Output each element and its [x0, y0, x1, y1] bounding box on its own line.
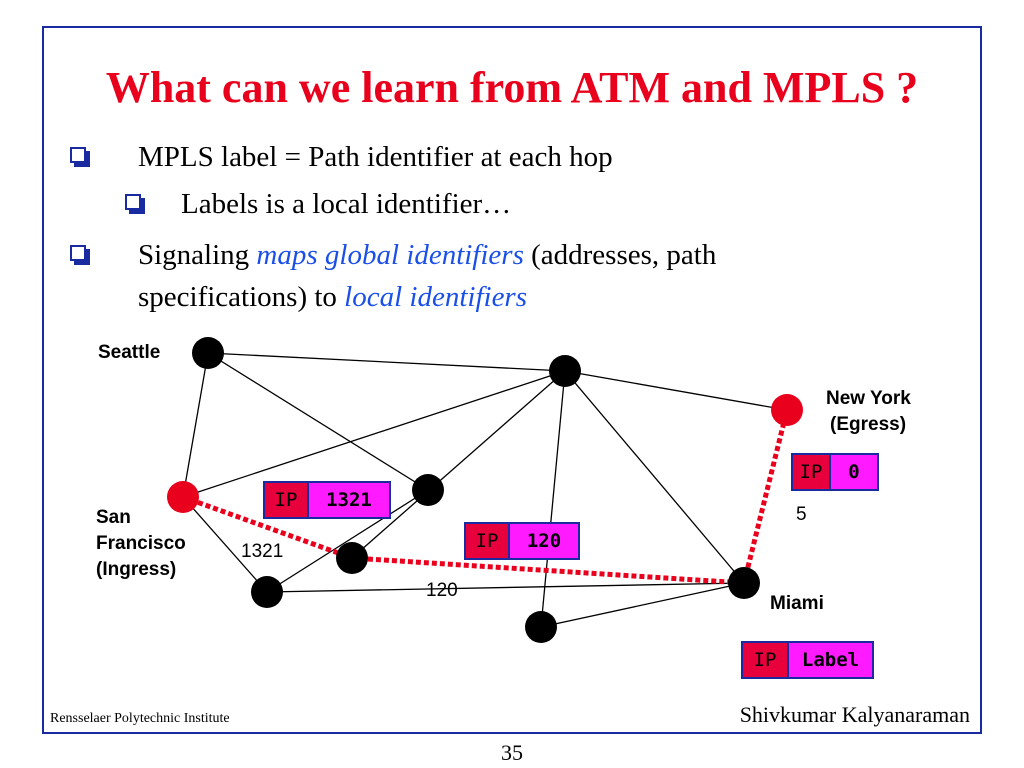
router-center [412, 474, 444, 506]
city-san: San [96, 507, 131, 528]
bullet-2-emphasis-2: local identifiers [344, 281, 528, 313]
router-nodes [192, 337, 760, 643]
city-miami: Miami [770, 593, 824, 614]
city-sf-role: (Ingress) [96, 559, 177, 580]
bullet-2-emphasis: maps global identifiers [256, 239, 524, 271]
packet-ip-field: IP [793, 455, 831, 489]
packet-1321: IP 1321 [263, 481, 391, 519]
link-top-sf [182, 370, 566, 498]
network-links [182, 352, 788, 628]
link-bottomleft-center [266, 489, 429, 593]
router-san-francisco [167, 481, 199, 513]
page-number: 35 [501, 740, 523, 765]
city-seattle: Seattle [98, 342, 161, 363]
packet-legend: IP Label [741, 641, 874, 679]
packet-ip-field: IP [265, 483, 309, 517]
lsp-path [182, 409, 790, 586]
link-label-120: 120 [426, 580, 458, 601]
link-bottomleft-miami [266, 582, 745, 593]
slide-frame [42, 26, 982, 734]
bullet-2-text: Signaling [138, 239, 257, 271]
link-label-5: 5 [796, 504, 807, 525]
bullet-checkbox-icon [70, 245, 90, 265]
link-label-1321: 1321 [241, 541, 284, 562]
slide-title: What can we learn from ATM and MPLS ? [105, 63, 919, 112]
lsp-miami-ny [741, 409, 790, 584]
city-new-york-role: (Egress) [830, 414, 907, 435]
link-top-miami [564, 370, 745, 584]
link-top-bottom [540, 370, 566, 628]
edge-routers [167, 394, 803, 513]
bullet-2-line-2: specifications) to local identifiers [138, 277, 527, 317]
packet-ip-field: IP [743, 643, 789, 677]
link-top-mid [351, 370, 566, 559]
packet-label-field: 1321 [309, 483, 389, 517]
sub-bullet-checkbox-icon [125, 194, 145, 214]
link-bottom-miami [540, 582, 745, 628]
packet-label-field: 120 [510, 524, 578, 558]
router-bottomleft [251, 576, 283, 608]
router-new-york [771, 394, 803, 426]
link-seattle-center [207, 352, 429, 491]
router-seattle [192, 337, 224, 369]
router-mid [336, 542, 368, 574]
sub-bullet-1: Labels is a local identifier… [181, 188, 512, 220]
link-seattle-top [207, 352, 566, 372]
footer-institution: Rensselaer Polytechnic Institute [50, 711, 230, 726]
router-top [549, 355, 581, 387]
bullet-2-line-1: Signaling maps global identifiers (addre… [138, 235, 716, 275]
packet-label-field: Label [789, 643, 872, 677]
bullet-2-text-cont: (addresses, path [523, 239, 717, 271]
bullet-2-text-2: specifications) to [138, 281, 345, 313]
packet-ip-field: IP [466, 524, 510, 558]
bullet-checkbox-icon [70, 147, 90, 167]
lsp-sf-mid [182, 494, 353, 561]
router-bottom [525, 611, 557, 643]
city-francisco: Francisco [96, 533, 186, 554]
lsp-mid-miami [351, 555, 745, 586]
bullet-1: MPLS label = Path identifier at each hop [138, 141, 613, 173]
link-top-ny [564, 370, 788, 411]
packet-0: IP 0 [791, 453, 879, 491]
packet-label-field: 0 [831, 455, 877, 489]
link-sf-bottomleft [182, 496, 268, 593]
link-seattle-sf [182, 352, 209, 498]
router-miami [728, 567, 760, 599]
city-new-york: New York [826, 388, 911, 409]
packet-120: IP 120 [464, 522, 580, 560]
footer-author: Shivkumar Kalyanaraman [739, 702, 970, 727]
